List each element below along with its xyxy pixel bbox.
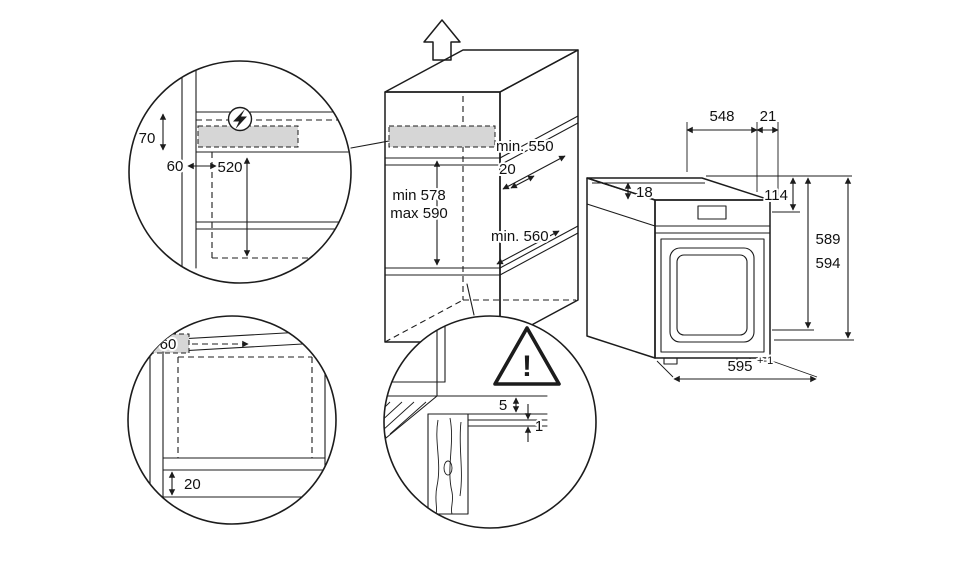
door-window-inner bbox=[676, 254, 748, 336]
dim-18-label: 18 bbox=[636, 184, 653, 201]
detail-electrical-connection: 70 60 520 bbox=[128, 60, 352, 284]
dim-594-label: 594 bbox=[815, 255, 840, 272]
control-panel-lines bbox=[586, 203, 771, 234]
cabinet-hidden-interior bbox=[177, 356, 313, 458]
dim-520-label: 520 bbox=[217, 159, 242, 176]
oven-foot-right bbox=[736, 357, 751, 365]
dim-548-label: 548 bbox=[709, 108, 734, 125]
warning-exclamation: ! bbox=[522, 350, 532, 383]
dim-595-label: 595 bbox=[727, 358, 752, 375]
detail-floor-gap: 5 1 ! bbox=[383, 315, 597, 529]
cabinet-top-face bbox=[384, 49, 579, 93]
oven-top-face bbox=[586, 177, 771, 201]
cabinet-niche bbox=[384, 19, 579, 343]
dim-min560-label: min. 560 bbox=[491, 228, 549, 245]
wedge-hatch bbox=[384, 401, 427, 435]
dim-60-label: 60 bbox=[167, 158, 184, 175]
oven bbox=[586, 177, 771, 365]
wood-break-wedge bbox=[384, 395, 438, 439]
cabinet-hidden-line bbox=[196, 119, 348, 259]
dim-min578-label: min 578 bbox=[392, 187, 445, 204]
leader-floor bbox=[466, 283, 475, 316]
warning-triangle-icon: ! bbox=[493, 326, 561, 386]
door-outline bbox=[660, 238, 765, 353]
cabinet-top-compartment-lines bbox=[384, 115, 579, 166]
dim-595-tolerance: +-1 bbox=[757, 355, 773, 367]
up-arrow-icon bbox=[423, 19, 461, 61]
cabinet-side-face bbox=[499, 49, 579, 343]
leader-electrical bbox=[350, 140, 390, 149]
wood-grain bbox=[435, 417, 462, 515]
wood-knot bbox=[443, 460, 453, 476]
oven-dimensions: 548 21 18 114 589 594 595 +-1 bbox=[624, 106, 854, 383]
oven-extension-lines bbox=[656, 122, 854, 378]
shelf-lines bbox=[195, 221, 345, 230]
dim-60-label-side: 60 bbox=[160, 336, 177, 353]
warning-triangle-outline bbox=[493, 326, 561, 386]
oven-foot-left bbox=[663, 357, 678, 365]
dim-20-label: 20 bbox=[499, 161, 516, 178]
dim-20-arrow bbox=[510, 175, 535, 189]
leader-lines bbox=[350, 140, 475, 316]
detail-circle-electrical bbox=[128, 60, 352, 284]
dim-70-label: 70 bbox=[139, 130, 156, 147]
bottom-shelf-lines bbox=[139, 457, 331, 498]
door-window-outer bbox=[669, 247, 755, 343]
cabinet-bottom-shelf-lines bbox=[384, 225, 579, 276]
detail-circle-side bbox=[127, 315, 337, 525]
dim-max590-label: max 590 bbox=[390, 205, 448, 222]
lightning-bolt-icon bbox=[227, 106, 253, 132]
power-connection-zone bbox=[388, 125, 496, 148]
dim-589-label: 589 bbox=[815, 231, 840, 248]
dim-1-label: 1 bbox=[535, 418, 543, 435]
dim-min560-arrow bbox=[496, 230, 560, 265]
cabinet-dimensions: min. 550 20 min 578 max 590 min. 560 bbox=[388, 136, 566, 266]
dim-5-label: 5 bbox=[499, 397, 507, 414]
power-connection-zone-detail bbox=[197, 125, 299, 148]
oven-side-face bbox=[586, 177, 656, 359]
dim-min550-label: min. 550 bbox=[496, 138, 554, 155]
detail-cabinet-side: 60 20 bbox=[127, 315, 337, 525]
dim-114-label: 114 bbox=[764, 187, 788, 204]
oven-front-face bbox=[654, 199, 771, 359]
detail-circle-floor bbox=[383, 315, 597, 529]
bolt-glyph bbox=[233, 109, 247, 129]
dim-20-label-side: 20 bbox=[184, 476, 201, 493]
dim-21-label: 21 bbox=[760, 108, 777, 125]
control-display bbox=[697, 205, 727, 220]
